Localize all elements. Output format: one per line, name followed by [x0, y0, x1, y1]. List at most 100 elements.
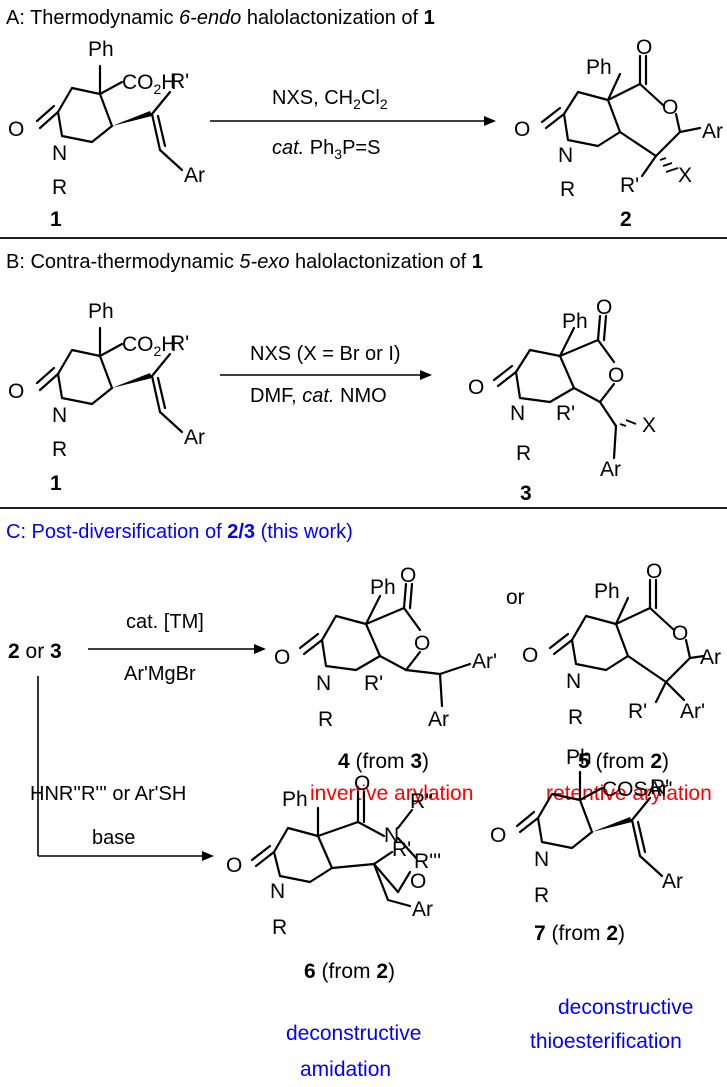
- atom-r: R: [52, 438, 67, 461]
- atom-o: O: [672, 622, 688, 645]
- compound-label-3: 3: [520, 482, 532, 505]
- reagent-b-top: NXS (X = Br or I): [250, 343, 401, 365]
- atom-ar: Ar: [412, 898, 433, 921]
- atom-r: R: [560, 178, 575, 201]
- atom-r: R: [272, 916, 287, 939]
- atom-r: R: [52, 176, 67, 199]
- atom-r-prime: R': [620, 174, 639, 197]
- compound-6-structure: [250, 790, 418, 908]
- atom-ar: Ar: [662, 870, 683, 893]
- start-label: 2 or 3: [8, 640, 62, 663]
- compound-label-6: 6 (from 2): [304, 960, 395, 983]
- section-a-title: A: Thermodynamic 6-endo halolactonizatio…: [6, 7, 435, 29]
- compound-7-structure: [515, 770, 664, 878]
- arrow-c-right-head: [202, 851, 214, 861]
- atom-r-prime: R': [364, 672, 383, 695]
- atom-co2h: CO2H: [122, 333, 176, 359]
- atom-n: N: [316, 672, 331, 695]
- atom-ph: Ph: [88, 300, 114, 323]
- compound-3-structure: [492, 314, 637, 460]
- note-deconstructive-thioesterification-1: deconstructive: [558, 996, 693, 1019]
- atom-co2h: CO2H: [122, 71, 176, 97]
- atom-ar: Ar: [702, 120, 723, 143]
- atom-n: N: [558, 144, 573, 167]
- atom-o: O: [400, 564, 416, 587]
- reagent-b-bottom: DMF, cat. NMO: [250, 385, 387, 407]
- section-c-title: C: Post-diversification of 2/3 (this wor…: [6, 521, 353, 543]
- atom-ar: Ar: [184, 164, 205, 187]
- atom-ar: Ar: [600, 458, 621, 481]
- atom-r-prime: R': [392, 838, 411, 861]
- atom-o: O: [354, 772, 370, 795]
- compound-label-1: 1: [50, 472, 62, 495]
- atom-ar-prime: Ar': [472, 650, 497, 673]
- atom-r: R: [318, 708, 333, 731]
- reagent-a-bottom: cat. Ph3P=S: [272, 137, 380, 162]
- atom-o: O: [414, 632, 430, 655]
- compound-4-structure: [298, 582, 472, 708]
- atom-o: O: [8, 380, 24, 403]
- atom-r-prime: R': [170, 332, 189, 355]
- compound-5-structure: [548, 578, 706, 704]
- atom-x: X: [642, 414, 656, 437]
- or-label: or: [506, 586, 525, 609]
- reagent-a-top: NXS, CH2Cl2: [272, 87, 388, 112]
- atom-r: R: [534, 884, 549, 907]
- atom-n: N: [384, 824, 399, 847]
- atom-o: O: [468, 376, 484, 399]
- reagent-c-side-1: HNR''R''' or Ar'SH: [30, 783, 186, 805]
- atom-r-prime: R': [170, 70, 189, 93]
- atom-o: O: [410, 870, 426, 893]
- atom-o: O: [646, 560, 662, 583]
- compound-label-1: 1: [50, 208, 62, 231]
- atom-ar-prime: Ar': [680, 700, 705, 723]
- atom-o: O: [596, 296, 612, 319]
- atom-o: O: [662, 96, 678, 119]
- arrow-a-head: [484, 116, 496, 126]
- atom-n: N: [270, 880, 285, 903]
- atom-o: O: [522, 644, 538, 667]
- reagent-c-side-2: base: [92, 827, 135, 849]
- atom-r-prime: R': [650, 776, 669, 799]
- atom-r3: R''': [414, 850, 441, 873]
- atom-ph: Ph: [370, 576, 396, 599]
- atom-o: O: [274, 646, 290, 669]
- atom-ph: Ph: [88, 38, 114, 61]
- note-deconstructive-amidation-1: deconstructive: [286, 1022, 421, 1045]
- atom-ph: Ph: [282, 788, 308, 811]
- atom-n: N: [52, 404, 67, 427]
- atom-n: N: [566, 670, 581, 693]
- atom-ar: Ar: [428, 708, 449, 731]
- section-b-title: B: Contra-thermodynamic 5-exo halolacton…: [6, 251, 483, 273]
- atom-n: N: [510, 402, 525, 425]
- atom-o: O: [636, 36, 652, 59]
- note-deconstructive-thioesterification-2: thioesterification: [530, 1030, 682, 1053]
- atom-r2: R'': [410, 790, 433, 813]
- arrow-b-head: [420, 370, 432, 380]
- atom-o: O: [514, 118, 530, 141]
- atom-ph: Ph: [562, 310, 588, 333]
- atom-ar: Ar: [184, 426, 205, 449]
- compound-label-4: 4 (from 3): [338, 750, 429, 773]
- atom-o: O: [8, 118, 24, 141]
- compound-label-7: 7 (from 2): [534, 922, 625, 945]
- atom-ph: Ph: [566, 746, 592, 769]
- compound-2-structure: [540, 54, 702, 178]
- atom-ph: Ph: [594, 580, 620, 603]
- note-invertive-arylation: invertive arylation: [310, 782, 473, 805]
- atom-ar: Ar: [700, 646, 721, 669]
- atom-r: R: [568, 706, 583, 729]
- compound-label-2: 2: [620, 208, 632, 231]
- atom-o: O: [608, 364, 624, 387]
- compound-1-structure-a: [35, 64, 184, 172]
- atom-n: N: [534, 848, 549, 871]
- atom-ph: Ph: [586, 56, 612, 79]
- atom-r-prime: R': [556, 402, 575, 425]
- atom-r: R: [516, 442, 531, 465]
- note-deconstructive-amidation-2: amidation: [300, 1058, 391, 1081]
- atom-o: O: [490, 824, 506, 847]
- atom-cosar: COSAr': [602, 778, 673, 801]
- reagent-c-bottom: Ar'MgBr: [124, 663, 196, 685]
- atom-o: O: [226, 854, 242, 877]
